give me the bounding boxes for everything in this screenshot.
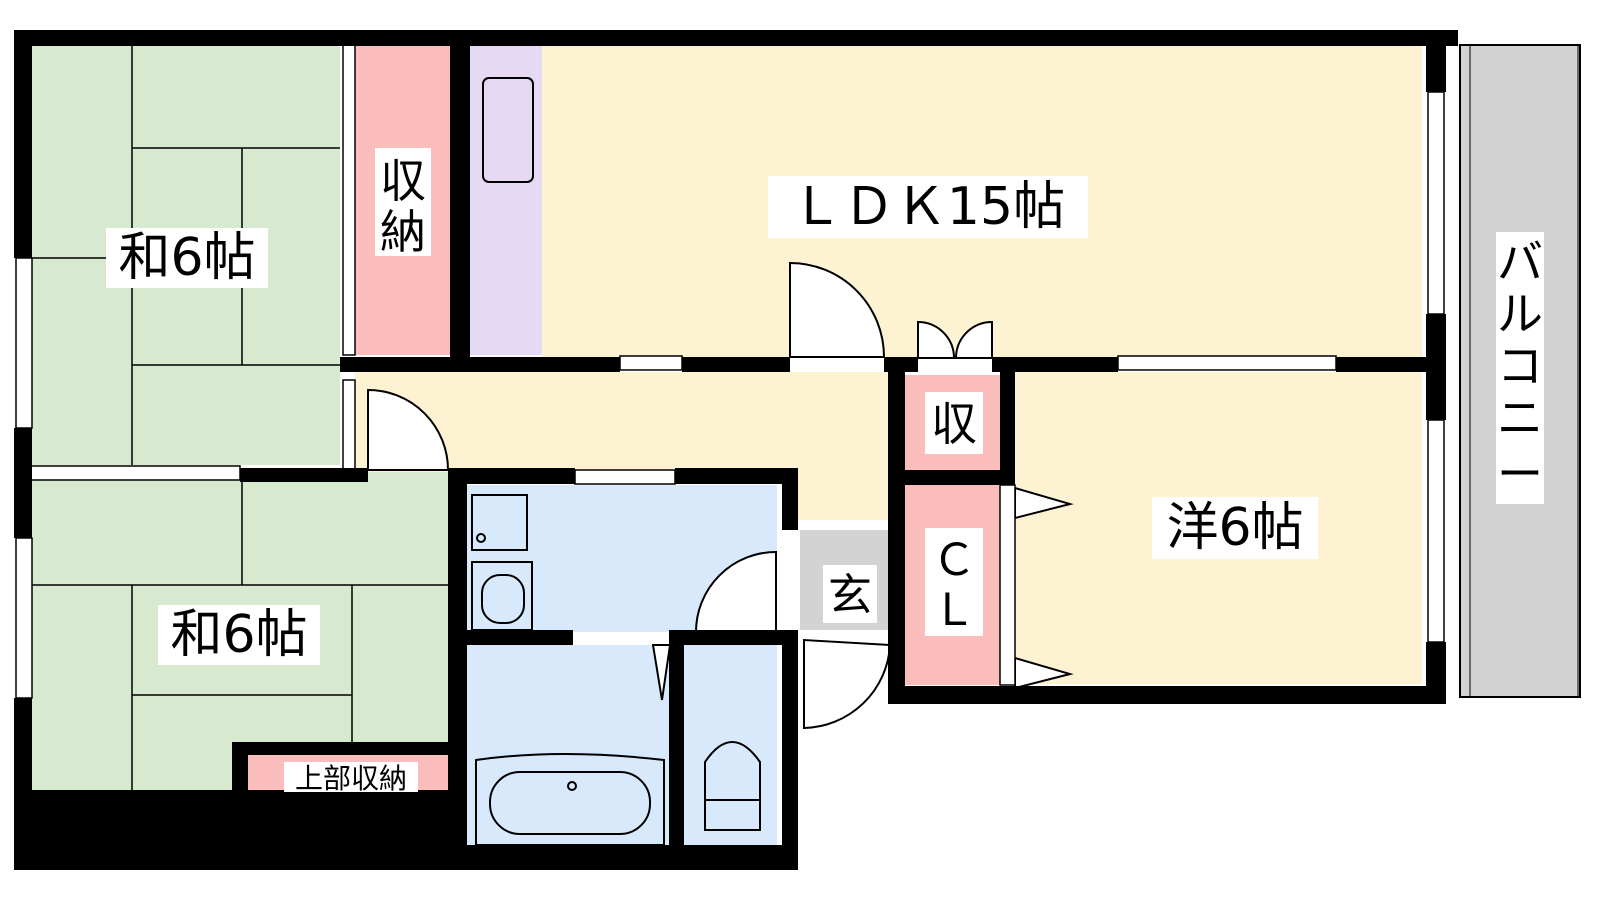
bathroom-floor bbox=[467, 645, 669, 845]
label-balcony-2: ル bbox=[1497, 287, 1543, 341]
door-washitsu bbox=[367, 388, 450, 471]
walls bbox=[14, 30, 1458, 870]
label-ldk: ＬＤＫ15帖 bbox=[791, 177, 1065, 237]
label-entrance: 玄 bbox=[828, 570, 872, 621]
kitchen-sink bbox=[482, 77, 534, 183]
label-balcony-5: ー bbox=[1497, 447, 1543, 501]
label-closet-1: Ｃ bbox=[932, 535, 976, 586]
washing-machine-pan bbox=[471, 494, 528, 551]
door-bathroom bbox=[651, 644, 672, 701]
kitchen-counter bbox=[470, 45, 542, 355]
door-storage-left-leaf bbox=[917, 320, 956, 359]
door-entrance bbox=[803, 638, 892, 730]
label-washitsu-top: 和6帖 bbox=[118, 228, 255, 288]
toilet-floor bbox=[684, 645, 777, 845]
toilet-tank bbox=[704, 799, 761, 831]
label-upper-storage: 上部収納 bbox=[295, 762, 407, 795]
label-storage-left-1: 収 bbox=[380, 154, 426, 208]
label-balcony-1: バ bbox=[1497, 235, 1543, 289]
label-storage-left-2: 納 bbox=[380, 205, 426, 259]
door-storage-right-leaf bbox=[954, 320, 993, 359]
label-storage-small: 収 bbox=[931, 397, 977, 451]
label-closet-2: Ｌ bbox=[932, 585, 976, 636]
hallway-floor-2 bbox=[790, 372, 890, 520]
doors bbox=[367, 261, 1074, 730]
fixtures bbox=[471, 77, 761, 846]
bathtub bbox=[475, 753, 665, 846]
label-washitsu-bottom: 和6帖 bbox=[170, 605, 307, 665]
toilet-bowl bbox=[704, 741, 761, 800]
openings bbox=[15, 44, 1445, 699]
label-balcony-3: コ bbox=[1497, 339, 1543, 393]
room-labels: 和6帖 和6帖 収 納 ＬＤＫ15帖 収 洋6帖 Ｃ Ｌ 玄 上部収納 バ ル … bbox=[106, 148, 1544, 795]
label-balcony-4: ニ bbox=[1497, 391, 1543, 445]
door-washroom bbox=[694, 550, 777, 633]
label-youshitsu: 洋6帖 bbox=[1166, 498, 1303, 558]
door-ldk bbox=[789, 261, 886, 358]
